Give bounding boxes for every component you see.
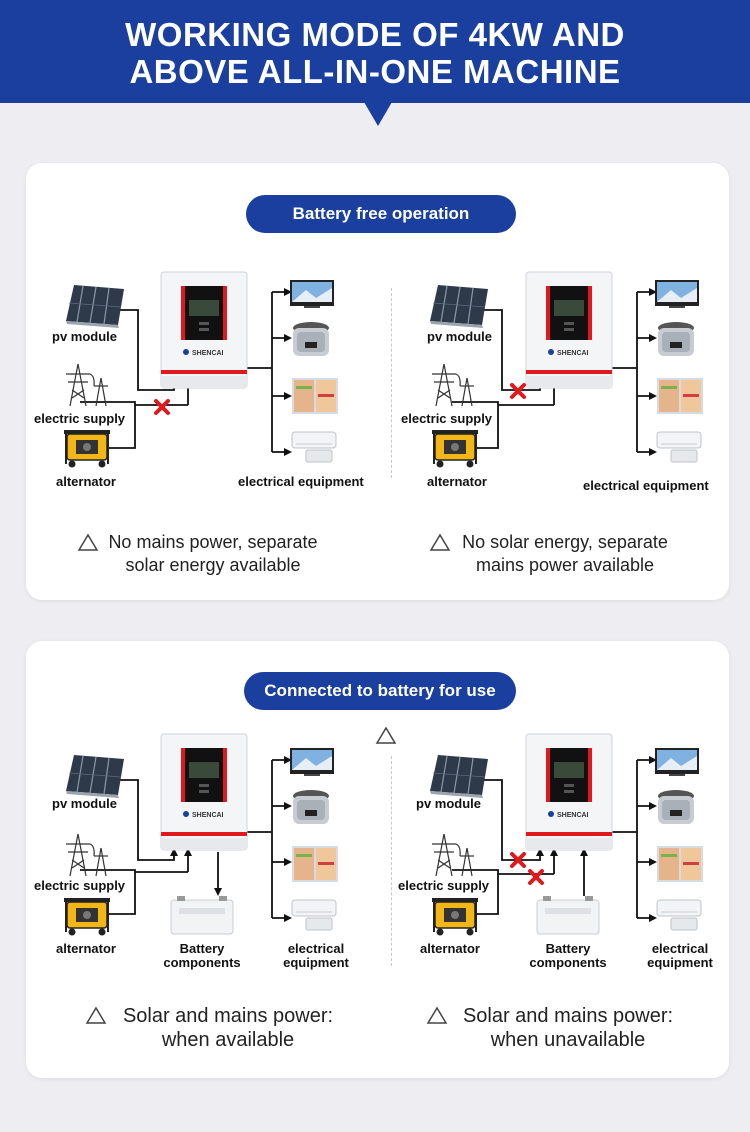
header-banner (0, 0, 750, 103)
s2l-alternator-label: alternator (56, 941, 116, 956)
s2r-battery-label: Battery components (528, 942, 608, 970)
s1r-pv-label: pv module (427, 329, 493, 344)
s2r-equipment-line2: equipment (647, 955, 713, 970)
air-conditioner-icon (291, 899, 337, 931)
section2-pill: Connected to battery for use (244, 672, 516, 710)
s1-left-caption-line2: solar energy available (125, 555, 301, 575)
s1l-alternator-label: alternator (56, 474, 116, 489)
s2l-equipment-line2: equipment (283, 955, 349, 970)
s2-left-caption-line1: Solar and mains power: (122, 1005, 334, 1027)
s2-left-caption-line2: when available (161, 1029, 295, 1051)
refrigerator-icon (292, 846, 338, 882)
s1-right-caption: No solar energy, separate mains power av… (450, 531, 680, 577)
s1r-supply-label: electric supply (401, 411, 493, 426)
s2-left-caption: Solar and mains power: when available (108, 1004, 348, 1052)
s2-right-caption: Solar and mains power: when unavailable (448, 1004, 688, 1052)
s2l-equipment-label: electrical equipment (276, 942, 356, 970)
refrigerator-icon (657, 846, 703, 882)
s2r-battery-line1: Battery (545, 941, 591, 956)
solar-panel-icon (429, 754, 489, 799)
s1l-supply-label: electric supply (34, 411, 126, 426)
s1l-pv-label: pv module (52, 329, 118, 344)
s1-left-caption-line1: No mains power, separate (108, 532, 318, 552)
s1r-equipment-label: electrical equipment (583, 478, 709, 493)
tv-icon (290, 748, 334, 776)
battery-icon (170, 895, 234, 935)
inverter-icon (525, 733, 613, 851)
s2-right-caption-line1: Solar and mains power: (462, 1005, 674, 1027)
cross-icon (528, 869, 544, 885)
s2-left-wiring (80, 756, 292, 922)
s1l-equipment-label: electrical equipment (238, 474, 364, 489)
s2l-supply-label: electric supply (34, 878, 126, 893)
inverter-icon (160, 733, 248, 851)
s2r-alternator-label: alternator (420, 941, 480, 956)
s2l-equipment-line1: electrical (287, 941, 345, 956)
s2l-pv-label: pv module (52, 796, 118, 811)
s1-left-caption: No mains power, separate solar energy av… (98, 531, 328, 577)
section1-pill: Battery free operation (246, 195, 516, 233)
section2-divider (391, 756, 392, 966)
s1-right-caption-line1: No solar energy, separate (462, 532, 668, 552)
s2r-pv-label: pv module (416, 796, 482, 811)
title-line-1: WORKING MODE OF 4KW AND (125, 16, 625, 53)
s2r-battery-line2: components (529, 955, 607, 970)
s2r-equipment-label: electrical equipment (640, 942, 720, 970)
s2r-equipment-line1: electrical (651, 941, 709, 956)
warning-triangle-icon (86, 1007, 106, 1024)
battery-icon (536, 895, 600, 935)
s2l-battery-line1: Battery (179, 941, 225, 956)
s2-right-caption-line2: when unavailable (490, 1029, 646, 1051)
s2l-battery-line2: components (163, 955, 241, 970)
s1r-alternator-label: alternator (427, 474, 487, 489)
s2r-supply-label: electric supply (398, 878, 490, 893)
solar-panel-icon (65, 754, 125, 799)
s2-right-wiring (452, 756, 657, 922)
title-line-2: ABOVE ALL-IN-ONE MACHINE (129, 53, 621, 90)
warning-triangle-icon (427, 1007, 447, 1024)
warning-triangle-icon (376, 727, 396, 744)
page-title: WORKING MODE OF 4KW AND ABOVE ALL-IN-ONE… (0, 16, 750, 90)
s1-right-caption-line2: mains power available (475, 555, 655, 575)
s2l-battery-label: Battery components (162, 942, 242, 970)
generator-icon (431, 897, 479, 937)
rice-cooker-icon (293, 790, 329, 824)
rice-cooker-icon (658, 790, 694, 824)
tv-icon (655, 748, 699, 776)
generator-icon (63, 897, 111, 937)
banner-pointer (364, 102, 392, 126)
air-conditioner-icon (656, 899, 702, 931)
section1-divider (391, 288, 392, 478)
